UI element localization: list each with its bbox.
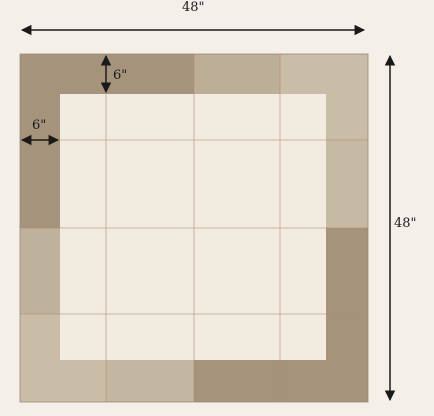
seam-lines [20, 54, 368, 402]
inner-panel [60, 94, 326, 360]
border-left-dimension-label: 6" [32, 118, 47, 133]
border-strip-left-lower [20, 228, 60, 314]
border-strip-top-mid [194, 54, 280, 94]
quilt-outline [19, 53, 369, 403]
height-dimension-label: 48" [394, 216, 417, 231]
border-top-dimension-label: 6" [113, 68, 128, 83]
border-strip-bottom-left [106, 360, 194, 402]
border-strip-right-upper [326, 140, 368, 228]
width-dimension-label: 48" [182, 0, 205, 15]
